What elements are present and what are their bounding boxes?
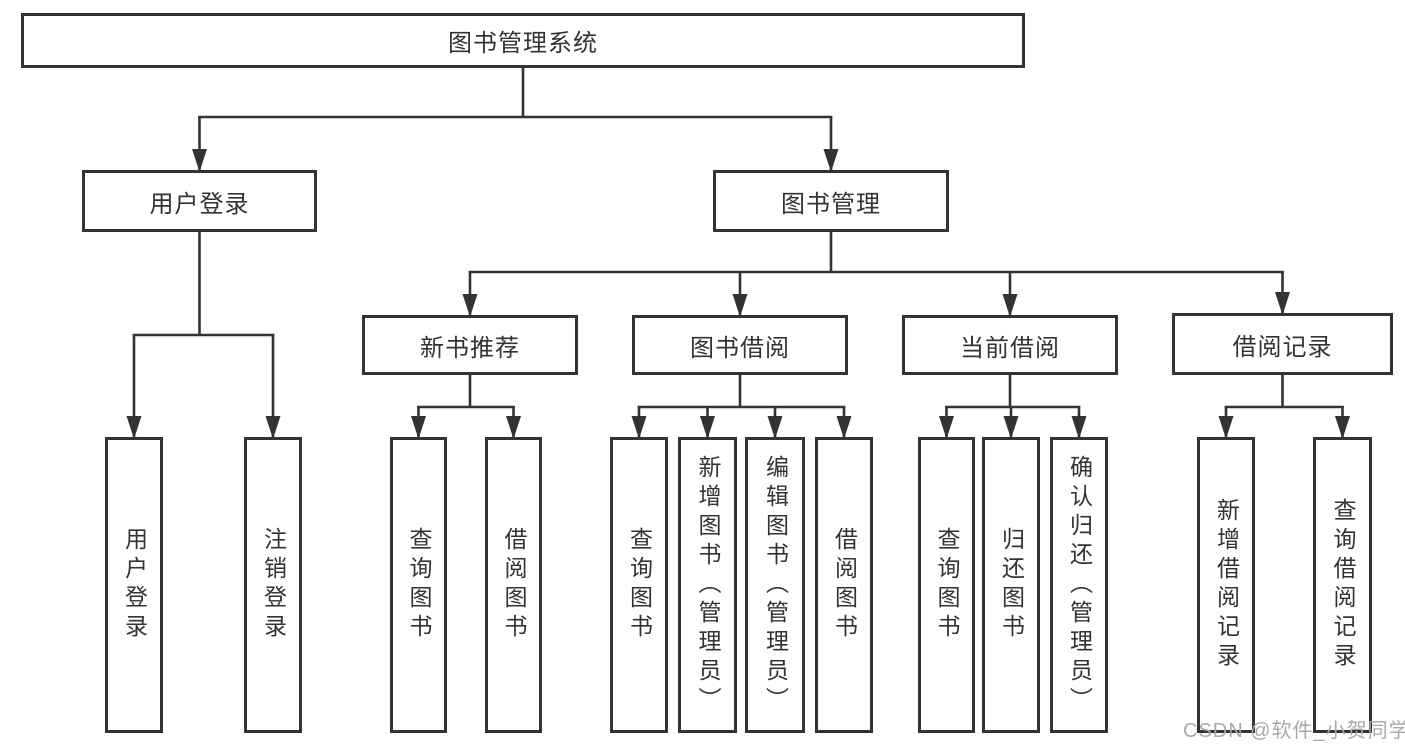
node-book-management: 图书管理 bbox=[713, 170, 949, 232]
node-add-book-admin: 新增图书（管理员） bbox=[678, 437, 737, 733]
node-book-borrowing: 图书借阅 bbox=[632, 315, 848, 375]
node-new-book-recommend: 新书推荐 bbox=[362, 315, 578, 375]
node-label: 借阅图书 bbox=[831, 527, 858, 643]
node-label: 查询图书 bbox=[406, 527, 432, 643]
node-borrowing-records: 借阅记录 bbox=[1172, 313, 1393, 375]
node-query-books-under-current: 查询图书 bbox=[918, 437, 975, 733]
node-user-login: 用户登录 bbox=[82, 170, 317, 232]
node-label: 查询图书 bbox=[626, 527, 653, 643]
node-label: 查询借阅记录 bbox=[1330, 498, 1356, 672]
node-borrow-books-under-new-book: 借阅图书 bbox=[485, 437, 542, 733]
node-edit-book-admin: 编辑图书（管理员） bbox=[745, 437, 805, 733]
node-add-borrow-record: 新增借阅记录 bbox=[1197, 437, 1255, 733]
node-label: 新增借阅记录 bbox=[1213, 498, 1240, 672]
node-library-management-system: 图书管理系统 bbox=[21, 13, 1025, 68]
node-label: 注销登录 bbox=[260, 527, 287, 643]
node-query-books-under-borrowing: 查询图书 bbox=[610, 437, 668, 733]
node-return-book: 归还图书 bbox=[982, 437, 1040, 733]
node-label: 用户登录 bbox=[121, 527, 148, 643]
node-label: 图书借阅 bbox=[690, 334, 790, 362]
node-logout: 注销登录 bbox=[244, 437, 302, 733]
node-confirm-return-admin: 确认归还（管理员） bbox=[1050, 437, 1108, 733]
node-label: 图书管理 bbox=[781, 190, 881, 218]
node-label: 确认归还（管理员） bbox=[1066, 454, 1093, 716]
node-label: 当前借阅 bbox=[960, 334, 1060, 362]
node-label: 归还图书 bbox=[998, 527, 1025, 643]
node-current-borrowing: 当前借阅 bbox=[902, 315, 1118, 375]
node-user-login-leaf: 用户登录 bbox=[105, 437, 163, 733]
node-borrow-books-under-borrowing: 借阅图书 bbox=[815, 437, 873, 733]
node-label: 查询图书 bbox=[934, 527, 960, 643]
node-label: 编辑图书（管理员） bbox=[762, 454, 789, 716]
csdn-watermark: CSDN @软件_小贺同学 bbox=[1183, 720, 1405, 742]
node-label: 图书管理系统 bbox=[448, 30, 598, 57]
node-label: 借阅图书 bbox=[501, 527, 527, 643]
node-query-borrow-record: 查询借阅记录 bbox=[1313, 437, 1372, 733]
node-label: 新增图书（管理员） bbox=[695, 454, 721, 716]
node-label: 新书推荐 bbox=[420, 334, 520, 362]
node-query-books-under-new-book: 查询图书 bbox=[390, 437, 447, 733]
node-label: 用户登录 bbox=[149, 190, 250, 218]
node-label: 借阅记录 bbox=[1232, 333, 1333, 361]
